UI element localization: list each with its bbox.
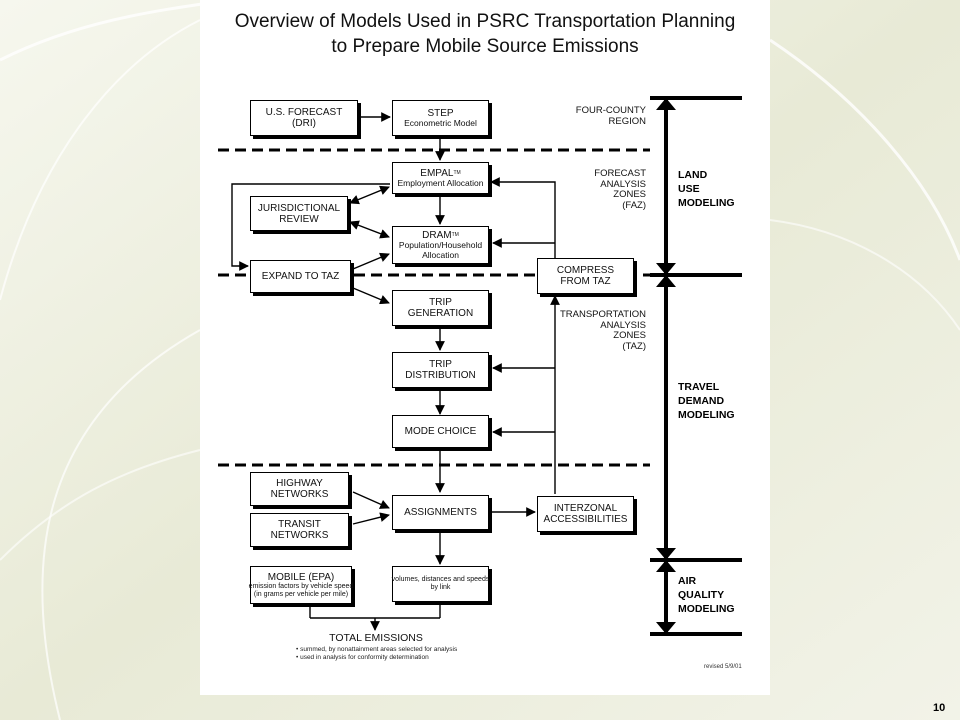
step-label: STEP xyxy=(427,107,454,119)
assignments-label: ASSIGNMENTS xyxy=(404,507,477,518)
jurisdictional-label: JURISDICTIONAL xyxy=(257,202,341,214)
note-item: • used in analysis for conformity determ… xyxy=(296,654,429,661)
section-air-quality-label: AIR QUALITY MODELING xyxy=(678,575,735,615)
step-box: STEP Econometric Model xyxy=(392,100,489,136)
mobile-sublabel: emission factors by vehicle speed xyxy=(248,582,354,590)
us-forecast-box: U.S. FORECAST (DRI) xyxy=(250,100,358,136)
tripdist-sublabel: DISTRIBUTION xyxy=(405,370,476,381)
total-emissions-notes: • summed, by nonattainment areas selecte… xyxy=(296,646,457,662)
transit-sublabel: NETWORKS xyxy=(270,530,329,541)
zone-faz-label: FORECAST ANALYSIS ZONES (FAZ) xyxy=(594,168,646,211)
us-forecast-sublabel: (DRI) xyxy=(292,118,316,129)
interzonal-accessibilities-box: INTERZONAL ACCESSIBILITIES xyxy=(537,496,634,532)
revised-date: revised 5/9/01 xyxy=(704,664,742,670)
mobile-sublabel-2: (in grams per vehicle per mile) xyxy=(253,590,349,598)
compress-sublabel: FROM TAZ xyxy=(560,276,611,287)
compress-from-taz-box: COMPRESS FROM TAZ xyxy=(537,258,634,294)
empal-box: EMPALTM Employment Allocation xyxy=(392,162,489,194)
highway-sublabel: NETWORKS xyxy=(270,489,329,500)
mobile-label: MOBILE (EPA) xyxy=(267,571,335,583)
interzonal-sublabel: ACCESSIBILITIES xyxy=(543,514,628,525)
jurisdictional-sublabel: REVIEW xyxy=(279,213,319,225)
step-sublabel: Econometric Model xyxy=(404,117,477,128)
expand-label: EXPAND TO TAZ xyxy=(261,271,340,282)
highway-label: HIGHWAY xyxy=(276,478,323,489)
dram-trademark: TM xyxy=(451,232,459,238)
dram-sublabel: Population/Household xyxy=(398,240,483,250)
dram-sublabel-2: Allocation xyxy=(422,249,459,260)
volumes-sublabel: by link xyxy=(430,584,451,591)
dram-label: DRAMTM xyxy=(422,230,459,241)
tripdist-label: TRIP xyxy=(429,359,452,370)
dram-box: DRAMTM Population/Household Allocation xyxy=(392,226,489,264)
jurisdictional-review-box: JURISDICTIONAL REVIEW xyxy=(250,196,348,231)
compress-label: COMPRESS xyxy=(556,265,615,276)
empal-sublabel: Employment Allocation xyxy=(397,177,484,188)
zone-taz-label: TRANSPORTATION ANALYSIS ZONES (TAZ) xyxy=(559,309,646,352)
total-emissions-label: TOTAL EMISSIONS xyxy=(329,632,423,644)
tripgen-sublabel: GENERATION xyxy=(407,308,474,319)
empal-trademark: TM xyxy=(453,169,461,176)
transit-label: TRANSIT xyxy=(278,519,321,530)
title-line-1: Overview of Models Used in PSRC Transpor… xyxy=(234,11,736,32)
us-forecast-label: U.S. FORECAST xyxy=(265,107,343,118)
trip-generation-box: TRIP GENERATION xyxy=(392,290,489,326)
interzonal-label: INTERZONAL xyxy=(553,503,618,514)
tripgen-label: TRIP xyxy=(429,297,452,308)
title-line-2: to Prepare Mobile Source Emissions xyxy=(331,36,639,57)
mode-choice-box: MODE CHOICE xyxy=(392,415,489,448)
trip-distribution-box: TRIP DISTRIBUTION xyxy=(392,352,489,388)
page-number: 10 xyxy=(933,702,946,714)
volumes-label: volumes, distances and speeds xyxy=(391,576,490,583)
expand-to-taz-box: EXPAND TO TAZ xyxy=(250,260,351,293)
transit-networks-box: TRANSIT NETWORKS xyxy=(250,513,349,547)
assignments-box: ASSIGNMENTS xyxy=(392,495,489,530)
zone-four-county-label: FOUR-COUNTY REGION xyxy=(575,105,646,127)
mobile-epa-box: MOBILE (EPA) emission factors by vehicle… xyxy=(248,566,354,604)
note-item: • summed, by nonattainment areas selecte… xyxy=(296,646,458,653)
section-travel-demand-label: TRAVEL DEMAND MODELING xyxy=(678,381,735,421)
highway-networks-box: HIGHWAY NETWORKS xyxy=(250,472,349,506)
volumes-box: volumes, distances and speeds by link xyxy=(392,566,489,602)
empal-label: EMPALTM xyxy=(420,167,461,179)
mode-choice-label: MODE CHOICE xyxy=(404,426,477,437)
section-land-use-label: LAND USE MODELING xyxy=(678,169,735,209)
